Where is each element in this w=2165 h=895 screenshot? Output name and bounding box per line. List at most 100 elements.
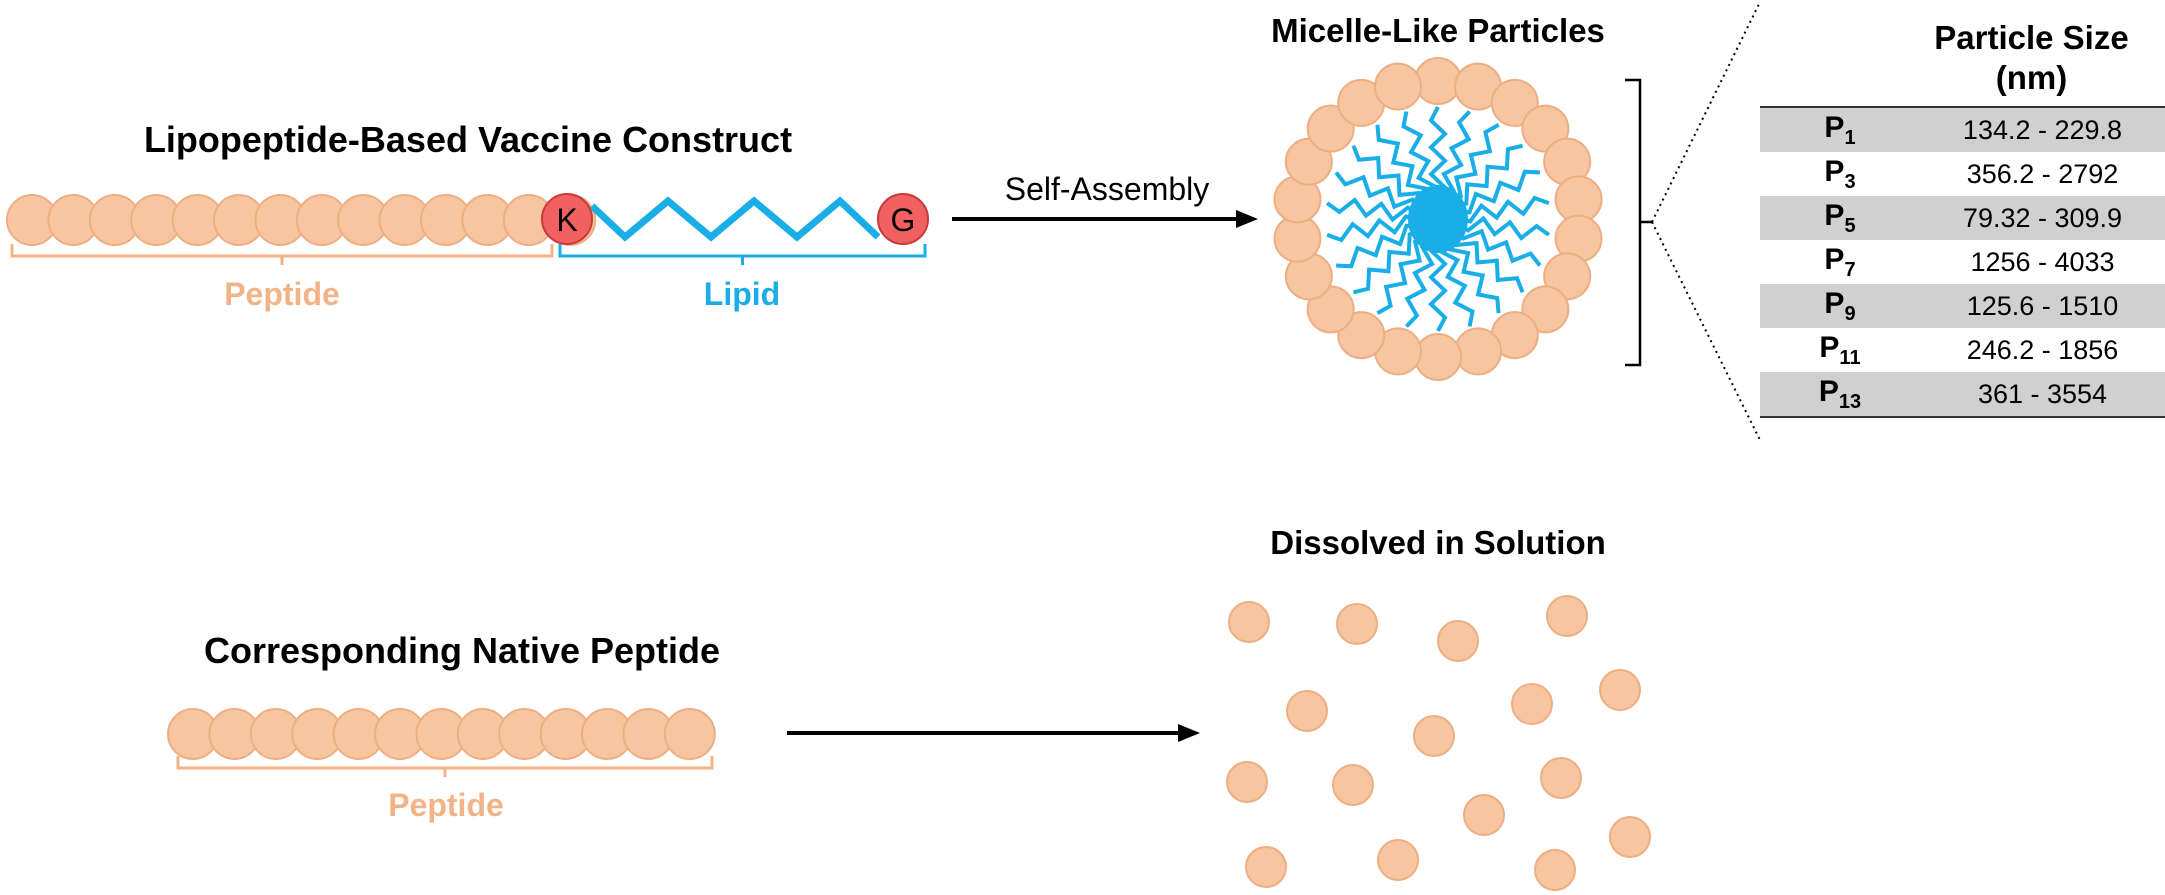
dissolved-title: Dissolved in Solution xyxy=(1270,524,1606,561)
dissolved-peptide-bead xyxy=(1413,715,1455,757)
dissolved-peptide-bead xyxy=(1286,690,1328,732)
table-row: P11 246.2 - 1856 xyxy=(1760,328,2165,372)
micelle-core xyxy=(1408,185,1468,253)
dissolved-peptide-bead xyxy=(1336,603,1378,645)
micelle-lipid-tail xyxy=(1445,233,1501,314)
micelle-lipid-tail xyxy=(1441,110,1472,204)
lipid-label: Lipid xyxy=(704,276,780,312)
particle-size-value: 361 - 3554 xyxy=(1977,378,2108,409)
micelle-lipid-tail xyxy=(1404,234,1435,328)
particle-size-value: 1256 - 4033 xyxy=(1970,246,2115,277)
micelle-lipid-tail xyxy=(1446,123,1500,206)
micelle-lipid-tail xyxy=(1351,144,1427,208)
micelle-lipid-tail xyxy=(1451,143,1524,210)
particle-size-value: 134.2 - 229.8 xyxy=(1962,114,2123,145)
top-peptide-label: Peptide xyxy=(224,276,340,312)
residue-g-circle xyxy=(877,193,929,245)
micelle-headgroup xyxy=(1454,327,1503,376)
particle-name: P11 xyxy=(1819,330,1861,369)
dissolved-peptide-bead xyxy=(1463,794,1505,836)
micelle-lipid-tail xyxy=(1449,230,1525,294)
particle-name: P7 xyxy=(1824,242,1856,281)
particle-name: P1 xyxy=(1824,110,1856,149)
dissolve-arrow xyxy=(787,724,1200,742)
top-peptide-bracket xyxy=(10,244,554,265)
particle-size-value: 246.2 - 1856 xyxy=(1966,334,2119,365)
dissolved-peptides xyxy=(1226,595,1651,891)
micelle-lipid-tail xyxy=(1454,215,1551,241)
dissolved-peptide-bead xyxy=(1437,620,1479,662)
micelle-lipid-tail xyxy=(1352,228,1425,295)
micelle-lipid-tail xyxy=(1437,235,1475,327)
particle-name: P3 xyxy=(1824,154,1856,193)
residue-g: G xyxy=(877,193,929,245)
particle-name: P9 xyxy=(1824,286,1856,325)
micelle-headgroup xyxy=(1414,333,1462,381)
micelle-lipid-tail xyxy=(1454,169,1541,215)
dissolved-peptide-bead xyxy=(1226,761,1268,803)
dissolved-peptide-bead xyxy=(1245,846,1287,888)
micelle-lipid-tail xyxy=(1326,214,1421,243)
residue-k-circle xyxy=(541,193,593,245)
micelle-lipid-tail xyxy=(1428,236,1448,332)
lipid-bracket xyxy=(558,244,927,265)
dissolved-peptide-bead xyxy=(1599,669,1641,711)
table-row: P3 356.2 - 2792 xyxy=(1760,152,2165,196)
micelle-lipid-tail xyxy=(1334,171,1424,213)
particle-size-value: 125.6 - 1510 xyxy=(1966,290,2119,321)
table-row: P9 125.6 - 1510 xyxy=(1760,284,2165,328)
micelle-lipid-tail xyxy=(1325,197,1422,223)
table-row: P1 134.2 - 229.8 xyxy=(1760,108,2165,152)
bracket-line xyxy=(558,244,927,265)
micelle-lipid-tail xyxy=(1376,232,1430,315)
micelle-particle xyxy=(1273,57,1603,381)
particle-name: P13 xyxy=(1818,374,1862,413)
table-connector-lines xyxy=(1651,1,1761,441)
construct-title: Lipopeptide-Based Vaccine Construct xyxy=(144,119,792,160)
micelle-title: Micelle-Like Particles xyxy=(1271,12,1605,49)
table-header: Particle Size (nm) xyxy=(1898,0,2165,106)
dissolved-peptide-bead xyxy=(1332,764,1374,806)
bracket-line xyxy=(176,756,714,777)
dissolved-peptide-bead xyxy=(1377,839,1419,881)
micelle-headgroup xyxy=(1373,62,1422,111)
table-row: P13 361 - 3554 xyxy=(1760,372,2165,416)
micelle-headgroup xyxy=(1414,57,1462,105)
dissolved-peptide-bead xyxy=(1511,683,1553,725)
dissolved-peptide-bead xyxy=(1228,601,1270,643)
dissolved-peptide-bead xyxy=(1540,757,1582,799)
particle-size-value: 356.2 - 2792 xyxy=(1966,158,2119,189)
bottom-peptide-chain xyxy=(167,708,716,760)
table-header-line1: Particle Size xyxy=(1934,19,2129,56)
micelle-lipid-tail xyxy=(1401,111,1439,203)
dissolved-peptide-bead xyxy=(1609,816,1651,858)
residue-g-label: G xyxy=(891,202,916,238)
dissolved-peptide-bead xyxy=(1546,595,1588,637)
top-peptide-chain xyxy=(6,194,597,246)
micelle-lipid-tail xyxy=(1452,225,1542,267)
micelle-lipid-tail xyxy=(1455,195,1550,224)
particle-size-value: 79.32 - 309.9 xyxy=(1962,202,2123,233)
micelle-lipid-tail xyxy=(1335,223,1422,269)
table-row: P5 79.32 - 309.9 xyxy=(1760,196,2165,240)
residue-k-label: K xyxy=(556,202,577,238)
particle-name: P5 xyxy=(1824,198,1856,237)
table-header-line2: (nm) xyxy=(1995,59,2068,96)
lipid-chain xyxy=(589,196,881,242)
bracket-line xyxy=(10,244,554,265)
native-peptide-title: Corresponding Native Peptide xyxy=(204,630,720,671)
dissolved-peptide-bead xyxy=(1534,849,1576,891)
bottom-peptide-bracket xyxy=(176,756,714,777)
peptide-bead xyxy=(663,708,716,760)
micelle-lipid-tail xyxy=(1428,106,1448,202)
self-assembly-arrow xyxy=(952,210,1258,228)
micelle-bracket xyxy=(1625,78,1652,367)
table-row: P7 1256 - 4033 xyxy=(1760,240,2165,284)
micelle-lipid-tail xyxy=(1375,124,1431,205)
residue-k: K xyxy=(541,193,593,245)
self-assembly-label: Self-Assembly xyxy=(1005,171,1210,207)
bottom-peptide-label: Peptide xyxy=(388,787,504,823)
